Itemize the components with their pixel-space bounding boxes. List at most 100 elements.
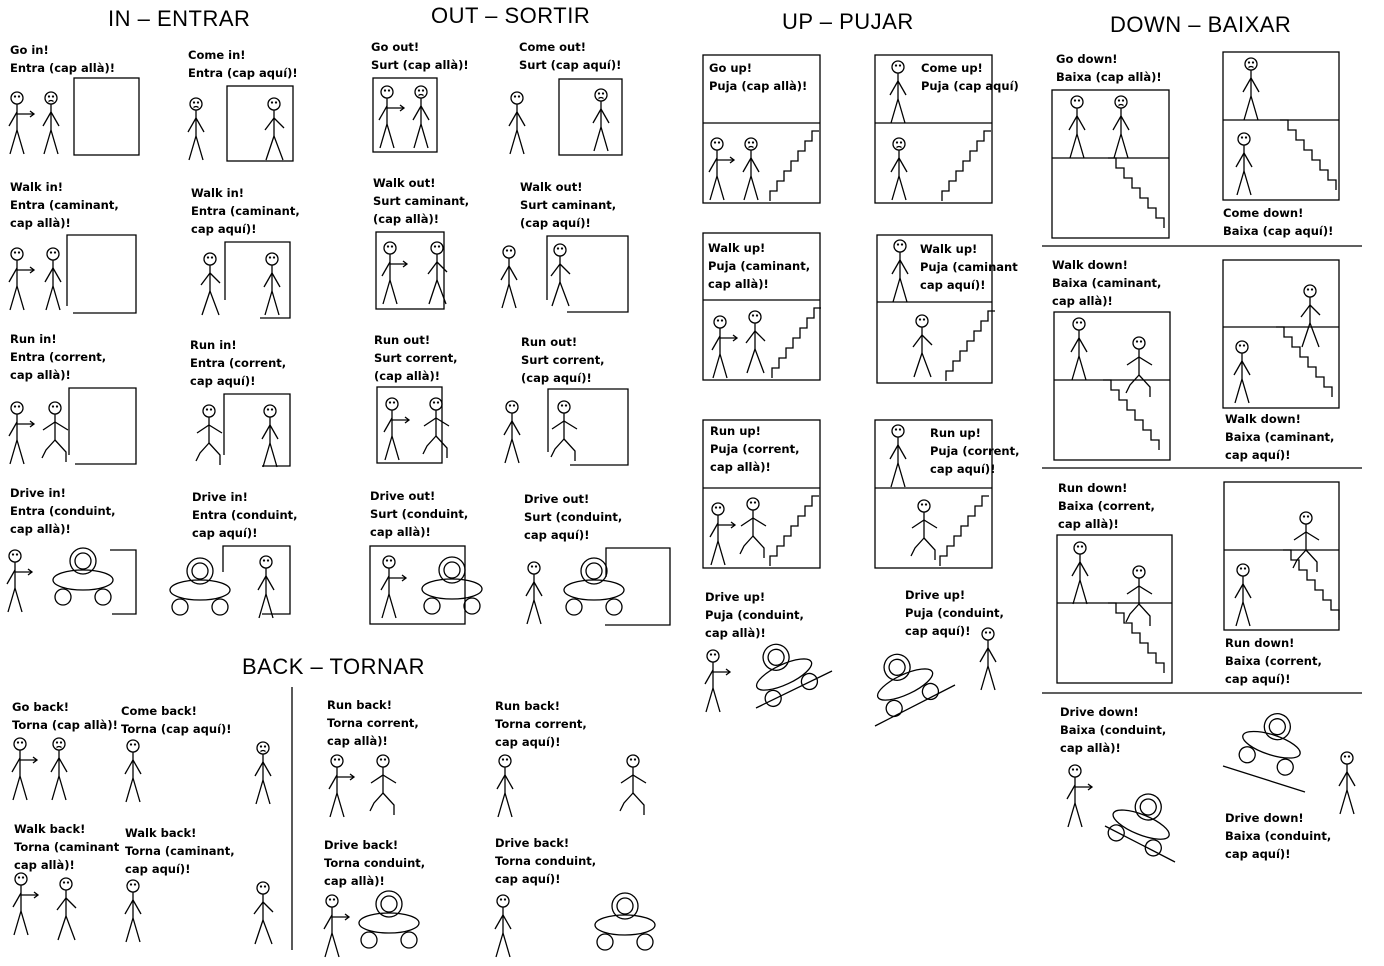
stick-figure [1125, 336, 1153, 397]
door-frame [876, 234, 993, 384]
caption-line: Run in! [10, 332, 57, 346]
door-frame [702, 419, 821, 569]
caption-line: cap aquí)! [495, 872, 561, 886]
caption-line: Go up! [709, 61, 753, 75]
caption-line: Drive in! [10, 486, 66, 500]
ramp [755, 670, 833, 709]
caption-line: Torna (caminant [14, 840, 120, 854]
caption-line: cap allà)! [10, 368, 71, 382]
heading-out: OUT – SORTIR [431, 3, 591, 28]
stick-figure [711, 315, 739, 379]
stick-figure [8, 91, 36, 155]
stairs [1280, 119, 1337, 190]
stick-figure [8, 247, 36, 311]
caption-line: cap allà)! [10, 216, 71, 230]
caption-line: cap aquí)! [1225, 672, 1291, 686]
caption-line: Come out! [519, 40, 586, 54]
caption-line: Run up! [930, 426, 981, 440]
stick-figure [261, 404, 279, 468]
door-frame [73, 77, 140, 156]
caption-line: Walk up! [708, 241, 766, 255]
caption-back-walk-here: Walk back!Torna (caminant,cap aquí)! [125, 824, 235, 878]
caption-back-run-here: Run back!Torna corrent,cap aquí)! [495, 697, 587, 751]
caption-line: Run down! [1058, 481, 1128, 495]
caption-line: Run down! [1225, 636, 1295, 650]
caption-line: Entra (caminant, [10, 198, 119, 212]
stick-figure [503, 400, 521, 464]
caption-line: Torna conduint, [495, 854, 597, 868]
caption-line: Torna (caminant, [125, 844, 235, 858]
stick-figure [124, 879, 142, 943]
door-frame [66, 234, 137, 314]
car-icon [1238, 713, 1301, 776]
caption-line: Baixa (caminant, [1052, 276, 1162, 290]
caption-out-come: Come out!Surt (cap aquí)! [519, 38, 621, 74]
stick-figure [496, 754, 514, 818]
caption-line: Puja (cap aquí) [921, 79, 1019, 93]
caption-line: Entra (cap allà)! [10, 61, 115, 75]
caption-line: Drive in! [192, 490, 248, 504]
stick-figure [8, 401, 36, 465]
door-frame [874, 419, 993, 569]
door-frame [110, 549, 137, 615]
door-frame [375, 231, 445, 310]
stairs [941, 130, 991, 201]
stick-figure [1235, 132, 1253, 196]
stick-figure [704, 649, 732, 713]
caption-line: Run up! [710, 424, 761, 438]
stairs [769, 495, 819, 566]
caption-line: Torna corrent, [327, 716, 419, 730]
stick-figure [1112, 95, 1130, 159]
caption-line: Walk back! [14, 822, 86, 836]
caption-up-walk-there: Walk up! Puja (caminant, cap allà)! [708, 239, 810, 293]
stick-figure [889, 60, 907, 124]
caption-line: Puja (caminant, [708, 259, 811, 273]
caption-in-walk-here: Walk in!Entra (caminant,cap aquí)! [191, 184, 300, 238]
caption-down-come: Come down!Baixa (cap aquí)! [1223, 204, 1333, 240]
caption-line: Puja (corrent, [710, 442, 800, 456]
caption-line: cap allà)! [708, 277, 769, 291]
stick-figure [889, 424, 907, 488]
caption-in-go: Go in!Entra (cap allà)! [10, 41, 115, 77]
caption-up-run-here: Run up!Puja (corrent,cap aquí)! [930, 424, 1020, 478]
door-frame [376, 386, 443, 464]
caption-line: Drive up! [705, 590, 766, 604]
caption-in-drive-there: Drive in!Entra (conduint,cap allà)! [10, 484, 116, 538]
stick-figure [378, 85, 406, 149]
stick-figure [592, 88, 610, 152]
caption-line: Surt caminant, [520, 198, 617, 212]
caption-back-go: Go back! Torna (cap allà)! [12, 698, 118, 734]
caption-out-go: Go out!Surt (cap allà)! [371, 38, 469, 74]
caption-up-go: Go up!Puja (cap allà)! [709, 59, 807, 95]
caption-line: Go out! [371, 40, 420, 54]
stick-figure [550, 243, 571, 307]
door-frame [1051, 89, 1170, 239]
caption-line: Go back! [12, 700, 70, 714]
door-frame [558, 78, 623, 156]
caption-in-drive-here: Drive in!Entra (conduint,cap aquí)! [192, 488, 298, 542]
caption-line: Baixa (corrent, [1058, 499, 1155, 513]
car-icon [755, 643, 819, 708]
caption-line: Torna (cap allà)! [12, 718, 118, 732]
stick-figure [328, 754, 356, 818]
caption-line: Entra (corrent, [10, 350, 107, 364]
door-frame [1056, 534, 1173, 684]
door-frame [1223, 481, 1340, 631]
caption-line: cap aquí)! [190, 374, 256, 388]
car-icon [358, 890, 420, 949]
stairs [945, 310, 995, 381]
caption-line: Surt (conduint, [370, 507, 469, 521]
car-icon [594, 892, 656, 951]
caption-down-go: Go down!Baixa (cap allà)! [1056, 50, 1162, 86]
stairs [1283, 549, 1340, 620]
caption-line: cap aquí)! [1225, 448, 1291, 462]
door-frame [223, 393, 291, 467]
door-frame [1222, 259, 1340, 409]
stick-figure [494, 894, 512, 958]
stick-figure [200, 252, 221, 316]
stick-figure [264, 97, 285, 161]
caption-line: Surt corrent, [374, 351, 458, 365]
door-frame [1053, 311, 1171, 461]
caption-line: Run out! [521, 335, 578, 349]
caption-line: Drive down! [1060, 705, 1139, 719]
